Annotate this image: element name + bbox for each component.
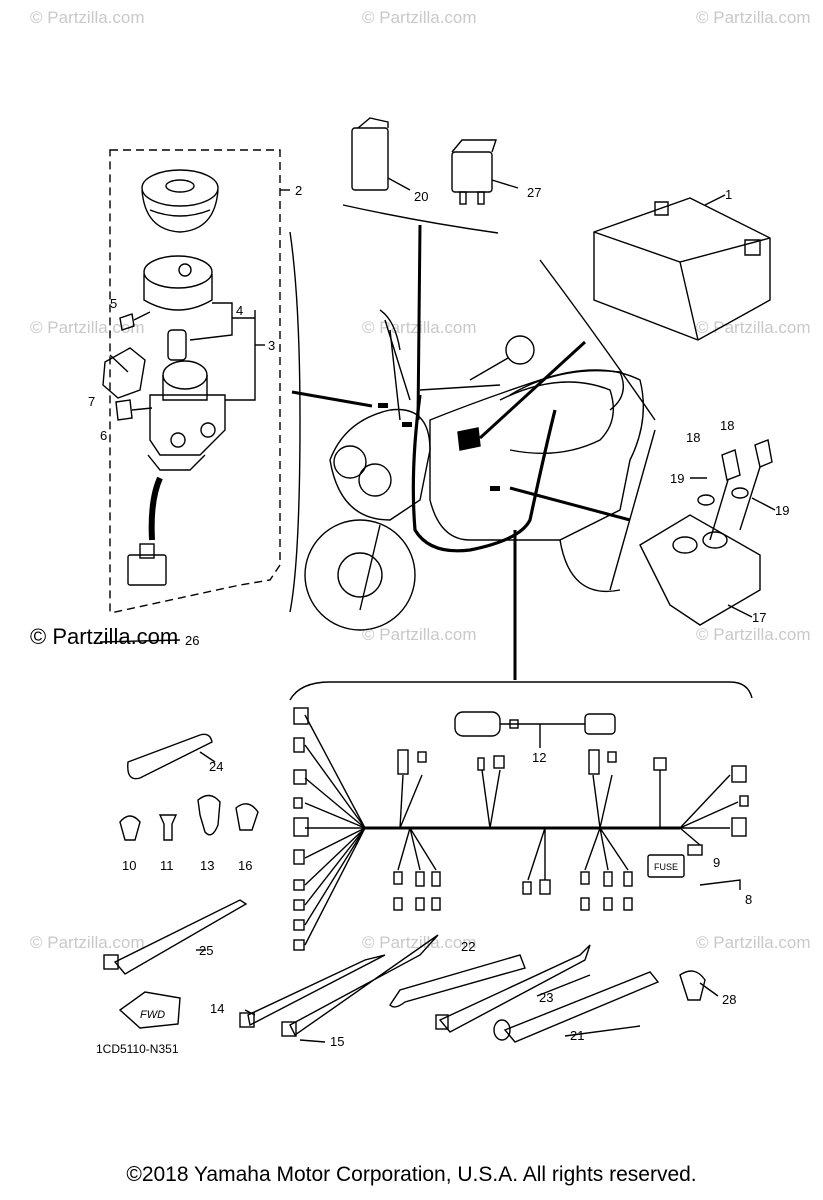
callout-21: 21 [570, 1028, 584, 1043]
fuse-label: FUSE [654, 862, 678, 872]
callout-4: 4 [236, 303, 243, 318]
relay-group [342, 117, 519, 234]
callout-22: 22 [461, 939, 475, 954]
callout-14: 14 [210, 1001, 224, 1016]
callout-5: 5 [110, 296, 117, 311]
callout-15: 15 [330, 1034, 344, 1049]
callout-19a: 19 [670, 471, 684, 486]
fwd-label: FWD [140, 1009, 165, 1021]
callout-17: 17 [752, 610, 766, 625]
watermark: © Partzilla.com [30, 933, 145, 952]
battery [539, 194, 771, 421]
callout-10: 10 [122, 858, 136, 873]
callout-12: 12 [532, 750, 546, 765]
callout-18a: 18 [686, 430, 700, 445]
watermark: © Partzilla.com [362, 933, 477, 952]
callout-25: 25 [199, 943, 213, 958]
callout-26: 26 [185, 633, 199, 648]
main-switch-assembly [102, 149, 290, 613]
watermark-strong: © Partzilla.com [30, 624, 179, 649]
watermark: © Partzilla.com [696, 933, 811, 952]
callout-6: 6 [100, 428, 107, 443]
copyright-footer: ©2018 Yamaha Motor Corporation, U.S.A. A… [126, 1163, 697, 1186]
callout-1: 1 [725, 187, 732, 202]
callout-11: 11 [160, 858, 174, 873]
callout-19b: 19 [775, 503, 789, 518]
scooter-illustration [289, 224, 656, 680]
leader-lines [99, 477, 776, 1043]
relay-block [639, 439, 773, 626]
diagram-code: 1CD5110-N351 [96, 1042, 179, 1056]
callout-3: 3 [268, 338, 275, 353]
callout-labels: 1 2 3 4 5 6 7 8 9 10 11 12 13 14 15 16 1… [88, 183, 789, 1049]
watermark: © Partzilla.com [696, 318, 811, 337]
watermark: © Partzilla.com [362, 625, 477, 644]
callout-16: 16 [238, 858, 252, 873]
callout-8: 8 [745, 892, 752, 907]
wire-harness: FUSE [289, 681, 753, 951]
callout-28: 28 [722, 992, 736, 1007]
callout-7: 7 [88, 394, 95, 409]
callout-18b: 18 [720, 418, 734, 433]
callout-2: 2 [295, 183, 302, 198]
callout-27: 27 [527, 185, 541, 200]
callout-20: 20 [414, 189, 428, 204]
callout-9: 9 [713, 855, 720, 870]
watermark: © Partzilla.com [30, 318, 145, 337]
watermark: © Partzilla.com [696, 625, 811, 644]
watermark: © Partzilla.com [362, 8, 477, 27]
callout-24: 24 [209, 759, 223, 774]
watermark: © Partzilla.com [696, 8, 811, 27]
loose-parts: FWD [103, 733, 706, 1043]
watermark: © Partzilla.com [30, 8, 145, 27]
callout-13: 13 [200, 858, 214, 873]
